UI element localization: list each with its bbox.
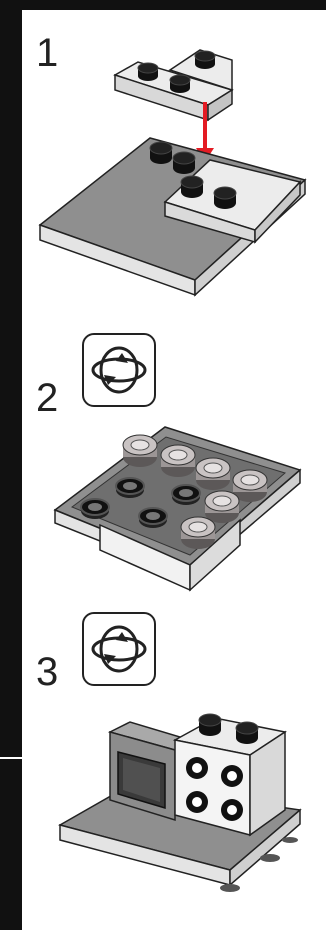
socket: [186, 791, 208, 813]
stud: [181, 176, 203, 198]
socket: [221, 799, 243, 821]
stud-ring: [172, 485, 200, 505]
white-brick: [175, 714, 285, 835]
stud: [195, 51, 215, 69]
stud-ring-light: [196, 458, 230, 490]
stud-ring-light: [205, 491, 239, 523]
stud: [173, 152, 195, 174]
stud-ring-light: [181, 517, 215, 549]
stud-ring-light: [161, 445, 195, 477]
stud-ring-light: [123, 435, 157, 467]
top-border: [0, 0, 326, 10]
step-2-illustration: [0, 415, 326, 615]
step-number-3: 3: [36, 652, 58, 692]
stud: [199, 714, 221, 736]
stud-ring: [139, 508, 167, 528]
stud: [214, 187, 236, 209]
stud: [170, 75, 190, 93]
stud-ring: [81, 499, 109, 519]
stud: [236, 722, 258, 744]
step-number-2: 2: [36, 378, 58, 418]
rotate-model-icon: [82, 612, 156, 686]
step-3-illustration: [0, 700, 326, 920]
stud: [138, 63, 158, 81]
socket: [186, 757, 208, 779]
l-plate-piece: [115, 50, 232, 120]
rotate-model-icon: [82, 333, 156, 407]
step-1-illustration: [0, 30, 326, 330]
stud: [150, 142, 172, 164]
socket: [221, 765, 243, 787]
stud-ring: [116, 478, 144, 498]
